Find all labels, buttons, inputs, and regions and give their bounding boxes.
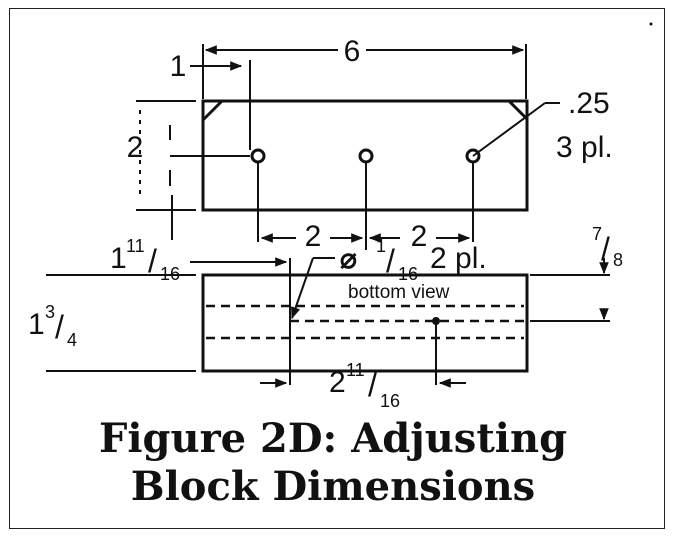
dim-overall-length: 6: [344, 35, 361, 68]
dim-height-slash: /: [55, 309, 64, 345]
dim-chamfer-count: 3 pl.: [556, 131, 613, 164]
dim-depth-num: 7: [592, 224, 602, 244]
dim-spacing2-slash: /: [368, 367, 377, 403]
dim-left-offset-slash: /: [148, 243, 157, 279]
dim-spacing2-whole: 2: [329, 366, 346, 399]
bottom-view-outline: [201, 273, 529, 373]
dim-height-whole: 1: [28, 308, 45, 341]
figure-frame: [9, 8, 665, 529]
dim-spacing2-num: 11: [346, 360, 365, 380]
dim-depth-den: 8: [613, 250, 623, 270]
dim-left-offset-num: 11: [126, 236, 145, 256]
dim-height-den: 4: [67, 330, 77, 350]
dim-height-num: 3: [45, 302, 55, 322]
dim-chamfer-size: .25: [568, 87, 610, 120]
chamfer-right: [507, 99, 529, 121]
figure-caption-line1: Figure 2D: Adjusting: [99, 415, 567, 462]
dim-hole-dia-num: 1: [376, 236, 386, 256]
dim-spacing2-den: 16: [380, 391, 400, 411]
dim-spacing-left: 2: [305, 220, 322, 253]
dim-left-offset-whole: 1: [110, 242, 127, 275]
figure-caption-line2: Block Dimensions: [131, 463, 535, 510]
dim-hole-dia-den: 16: [398, 264, 418, 284]
dim-hole-dia-slash: /: [386, 243, 395, 279]
bottom-view-label: bottom view: [348, 282, 450, 303]
top-hole-center: [358, 148, 374, 164]
dim-hole-dia-symbol: ⌀: [340, 243, 357, 274]
dim-hole-count: 2 pl.: [430, 242, 487, 275]
top-hole-left: [250, 148, 266, 164]
dim-spacing-right: 2: [411, 220, 428, 253]
dim-left-offset-den: 16: [160, 264, 180, 284]
corner-mark: [649, 22, 653, 26]
dim-hole-offset-y: 2: [127, 131, 144, 164]
dim-hole-offset-x: 1: [170, 50, 187, 83]
dim-depth-slash: /: [601, 231, 610, 267]
chamfer-left: [201, 99, 224, 122]
